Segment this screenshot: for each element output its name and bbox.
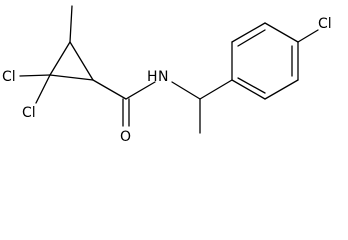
atom-label-aryl-cl: Cl — [318, 16, 332, 32]
atom-label-n: N — [158, 69, 168, 85]
bond-benzene-3 — [264, 22, 299, 43]
bond-n-ch — [171, 81, 201, 100]
molecule-structure: Cl Cl N H O Cl — [2, 5, 332, 145]
bond-ring-carbonyl — [92, 79, 127, 100]
bond-aryl-cl — [297, 29, 319, 43]
atom-label-o: O — [120, 129, 131, 145]
bond-ring-c3-c1 — [69, 41, 94, 81]
bond-ring-c1-c2 — [49, 41, 71, 76]
atom-label-cl-lower: Cl — [22, 105, 36, 121]
bond-benzene-inner-3 — [237, 77, 266, 94]
bond-c2-cl-upper — [19, 74, 51, 77]
atom-label-h: H — [147, 69, 158, 85]
bond-benzene-inner-1 — [237, 29, 266, 47]
bond-c2-cl-lower — [35, 74, 51, 104]
atom-label-cl-upper: Cl — [2, 69, 16, 85]
bond-carbonyl-n — [125, 81, 156, 100]
bond-ch-ring — [199, 79, 233, 100]
bond-methyl — [69, 5, 73, 43]
bond-ring-c2-c3 — [49, 74, 94, 81]
bond-benzene-6 — [231, 79, 266, 100]
bond-benzene-2 — [231, 22, 266, 43]
bond-benzene-5 — [264, 79, 299, 100]
